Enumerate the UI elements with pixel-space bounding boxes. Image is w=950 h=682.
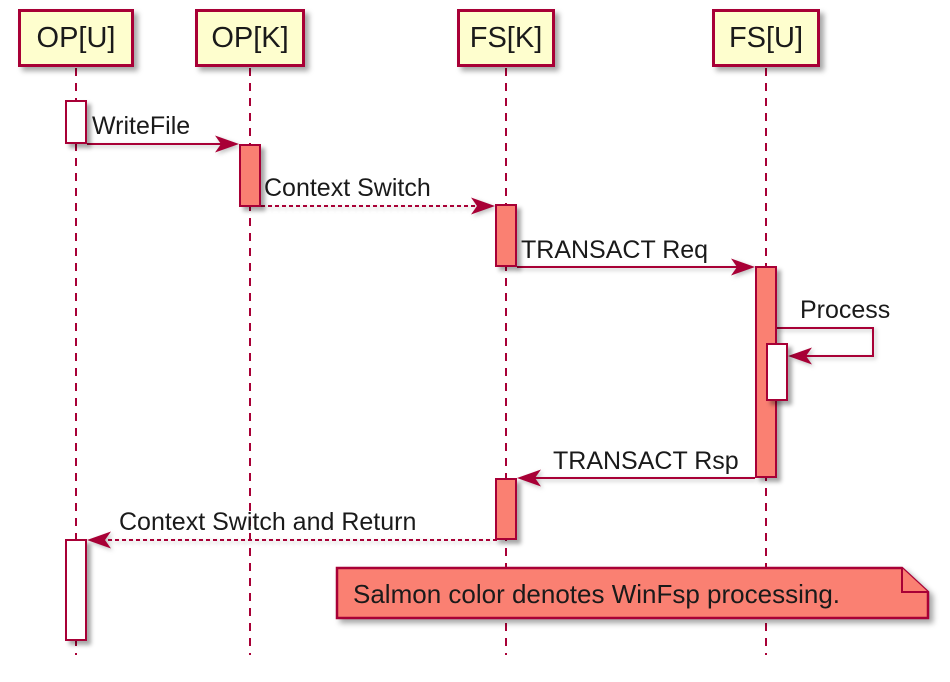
message-label-transact-rsp: TRANSACT Rsp <box>553 447 739 475</box>
activation-bar-fsk-1 <box>495 204 517 267</box>
note-shape <box>335 566 930 620</box>
activation-bar-fsu-nested <box>766 343 788 401</box>
activation-bar-opu-2 <box>65 539 87 641</box>
context-switch-arrowhead-icon <box>471 197 495 215</box>
process-arrowhead-icon <box>788 347 812 365</box>
participant-fsu: FS[U] <box>712 9 820 67</box>
message-label-context-switch: Context Switch <box>264 174 431 202</box>
message-label-transact-req: TRANSACT Req <box>521 236 709 264</box>
activation-bar-fsk-2 <box>495 478 517 540</box>
participant-opk-label: OP[K] <box>211 21 289 54</box>
participant-fsk: FS[K] <box>457 9 555 67</box>
participant-fsk-label: FS[K] <box>469 21 543 54</box>
message-label-context-return: Context Switch and Return <box>119 508 417 536</box>
note-paper <box>335 566 930 620</box>
message-arrows <box>87 135 874 549</box>
participant-fsu-label: FS[U] <box>728 21 804 54</box>
message-label-writefile: WriteFile <box>92 112 191 140</box>
participant-opu: OP[U] <box>18 9 134 67</box>
activation-bar-opu-1 <box>65 100 87 144</box>
participant-opk: OP[K] <box>195 9 305 67</box>
participant-opu-label: OP[U] <box>36 21 116 54</box>
activation-bar-opk <box>239 144 261 207</box>
process-self-arrow-line <box>777 327 874 357</box>
note-folded-corner-icon <box>901 568 928 593</box>
writefile-arrowhead-icon <box>215 135 239 153</box>
transact-rsp-arrowhead-icon <box>517 469 541 487</box>
transact-req-arrowhead-icon <box>731 258 755 276</box>
context-return-arrowhead-icon <box>87 531 111 549</box>
message-label-process: Process <box>800 296 891 324</box>
note-text: Salmon color denotes WinFsp processing. <box>353 579 841 609</box>
